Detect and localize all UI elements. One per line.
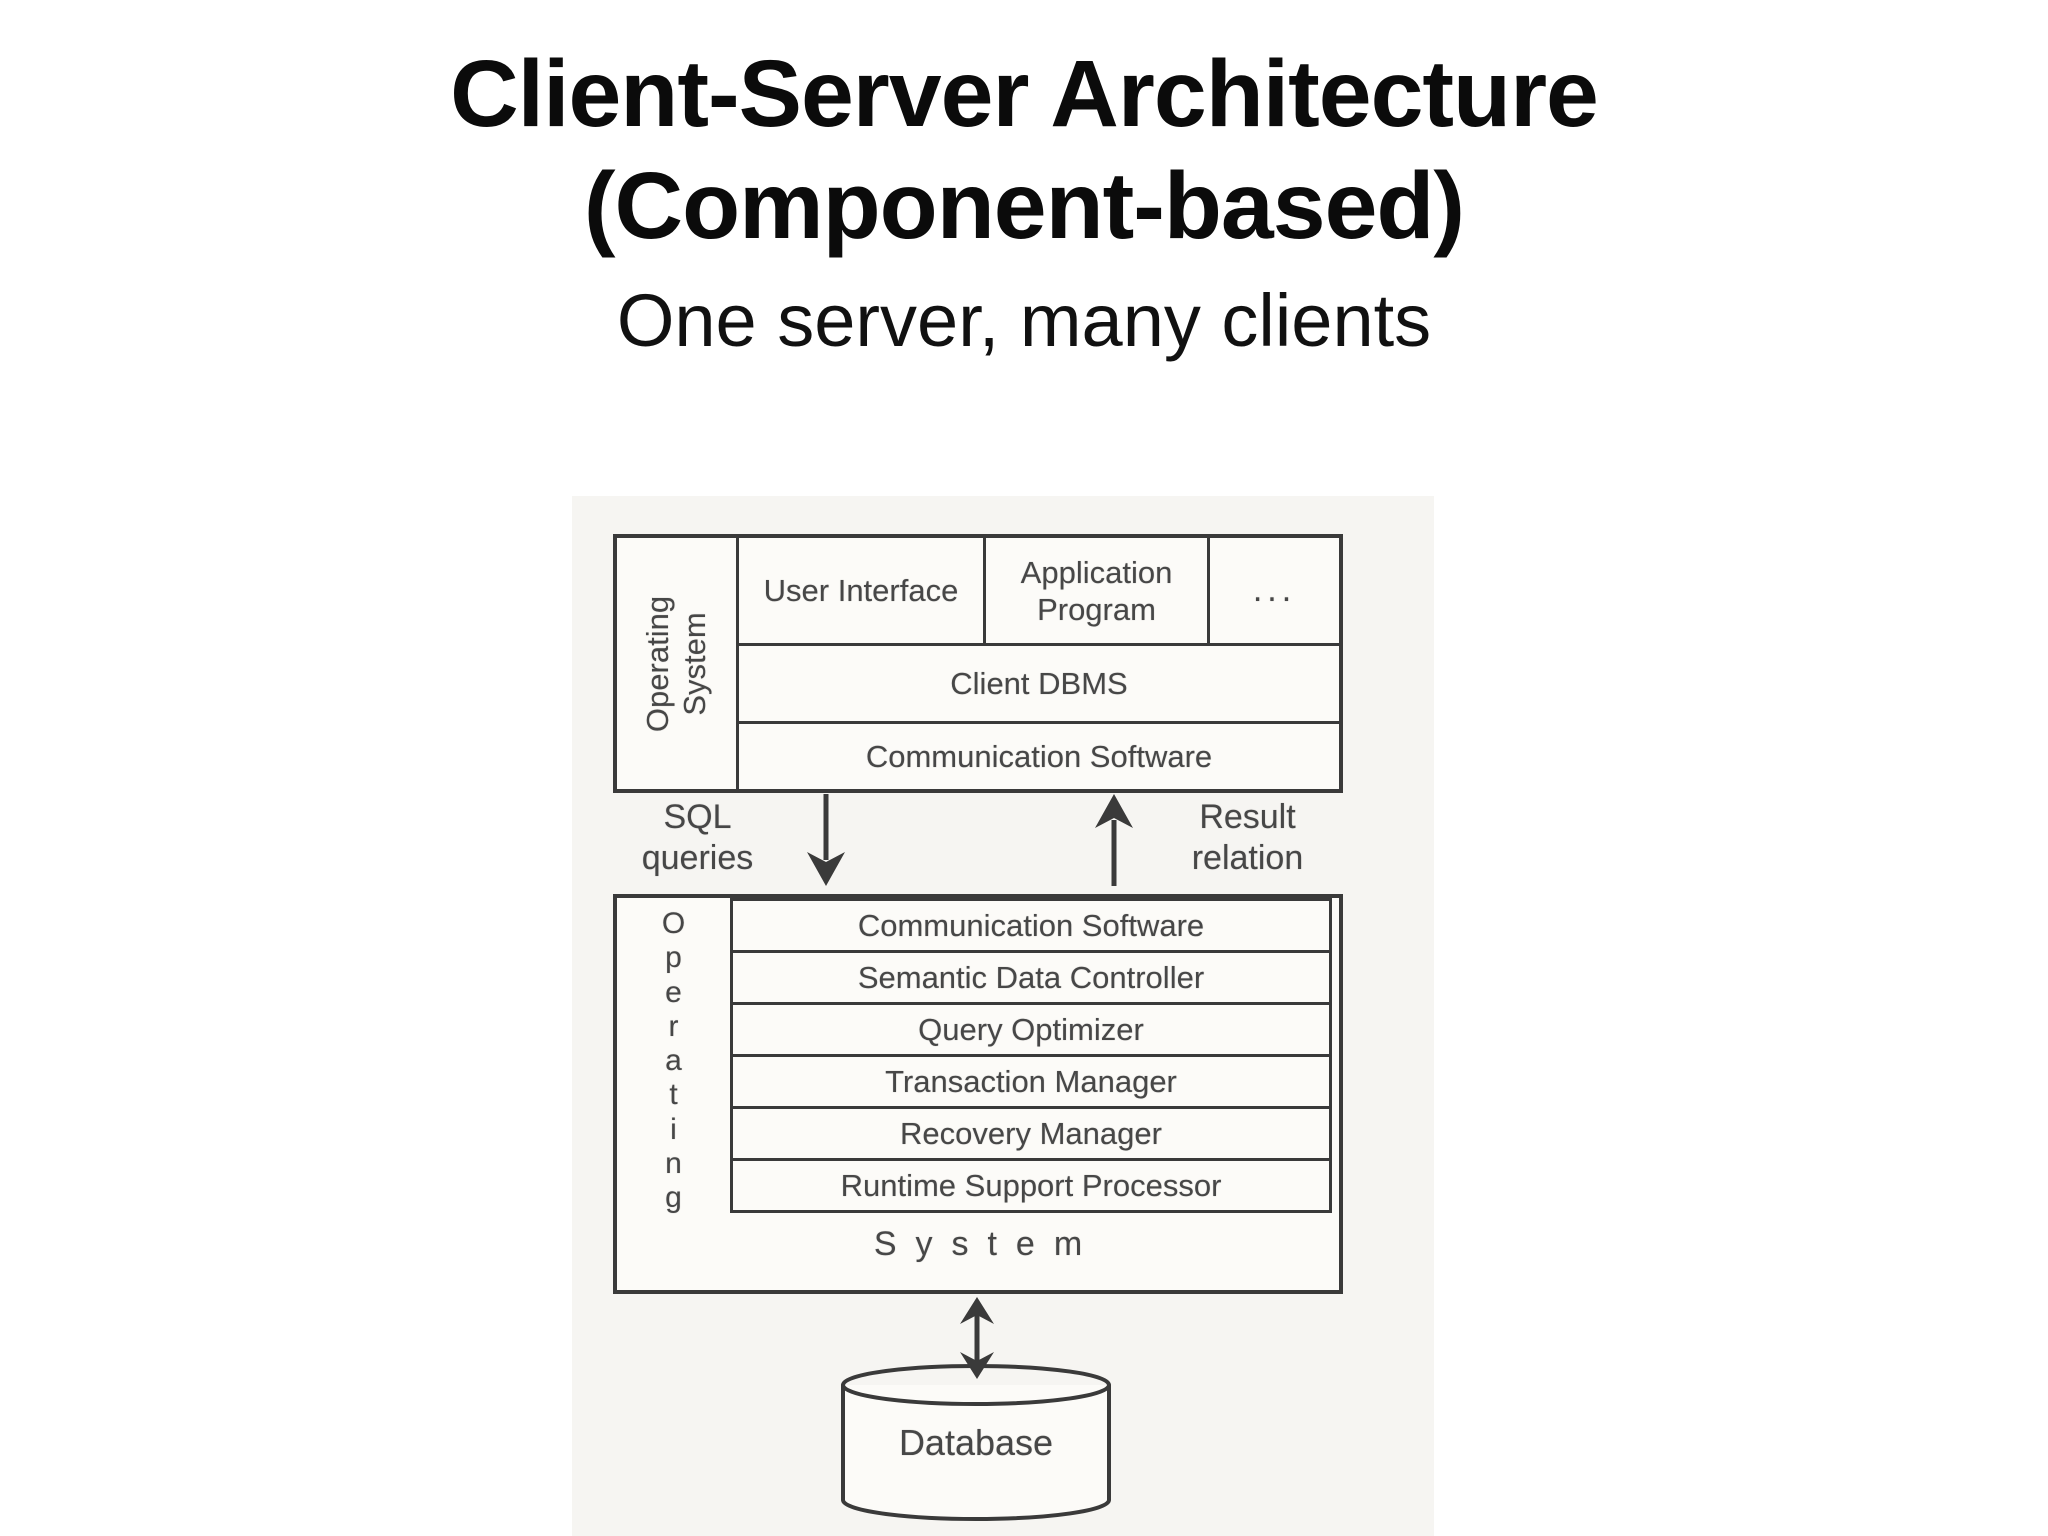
database-label: Database <box>898 1422 1054 1463</box>
client-row-apps: User Interface Application Program ... <box>739 538 1339 646</box>
client-box: Operating System User Interface Applicat… <box>613 534 1343 793</box>
server-os-letter: a <box>665 1044 682 1077</box>
sql-queries-down-arrow-icon <box>807 794 845 886</box>
database-cylinder-icon <box>841 1364 1111 1521</box>
server-os-vertical-label: O p e r a t i n g <box>617 908 730 1214</box>
server-system-label: System <box>873 1225 1102 1263</box>
server-os-letter: g <box>665 1181 682 1214</box>
server-os-letter: t <box>669 1078 678 1112</box>
ellipsis-cell: ... <box>1252 571 1297 609</box>
transaction-manager-row: Transaction Manager <box>730 1054 1332 1109</box>
result-relation-label-line2: relation <box>1191 839 1304 877</box>
server-os-letter: p <box>665 941 682 975</box>
user-interface-cell: User Interface <box>739 538 986 643</box>
server-component-stack: Communication Software Semantic Data Con… <box>730 898 1332 1213</box>
recovery-manager-row: Recovery Manager <box>730 1106 1332 1161</box>
client-box-grid: User Interface Application Program ... C… <box>739 538 1339 789</box>
server-os-letter: O <box>661 907 686 940</box>
slide-title-line2: (Component-based) <box>583 153 1465 259</box>
query-optimizer-row: Query Optimizer <box>730 1002 1332 1057</box>
server-box: O p e r a t i n g Communication Software… <box>613 894 1343 1294</box>
client-os-label-line2: System <box>677 611 713 716</box>
client-dbms-cell: Client DBMS <box>739 646 1339 724</box>
application-program-cell: Application Program <box>986 538 1210 643</box>
runtime-support-processor-row: Runtime Support Processor <box>730 1158 1332 1213</box>
server-os-letter: i <box>670 1112 677 1146</box>
slide-subtitle: One server, many clients <box>616 279 1432 362</box>
server-os-letter: n <box>665 1146 682 1180</box>
server-os-letter: r <box>668 1009 679 1043</box>
semantic-data-controller-row: Semantic Data Controller <box>730 950 1332 1005</box>
result-relation-label-line1: Result <box>1199 798 1296 836</box>
sql-queries-label: SQL queries <box>605 797 790 879</box>
result-relation-up-arrow-icon <box>1095 794 1133 886</box>
slide-title-line1: Client-Server Architecture <box>450 41 1599 147</box>
client-os-label: Operating System <box>640 595 714 731</box>
client-os-cell: Operating System <box>617 538 739 789</box>
server-communication-software-row: Communication Software <box>730 898 1332 953</box>
server-os-letter: e <box>665 975 682 1009</box>
client-communication-software-cell: Communication Software <box>865 738 1213 774</box>
result-relation-label: Result relation <box>1140 797 1355 879</box>
sql-queries-label-line2: queries <box>641 839 754 877</box>
client-os-label-line1: Operating <box>640 595 676 732</box>
sql-queries-label-line1: SQL <box>663 798 732 836</box>
